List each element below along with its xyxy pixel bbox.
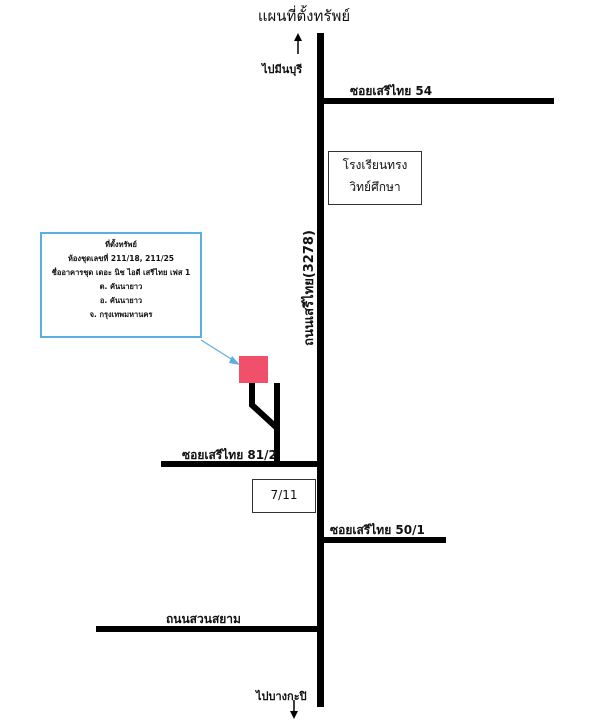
soi-81-2-label: ซอยเสรีไทย 81/2 <box>182 448 277 462</box>
soi-50-1-label: ซอยเสรีไทย 50/1 <box>330 523 425 537</box>
soi-54-line <box>320 98 554 104</box>
soi-54-label: ซอยเสรีไทย 54 <box>350 84 433 98</box>
school-name-line1: โรงเรียนทรง <box>342 158 408 172</box>
property-callout: ที่ตั้งทรัพย์ ห้องชุดเลขที่ 211/18, 211/… <box>40 232 202 338</box>
school-name-line2: วิทย์ศึกษา <box>349 180 401 194</box>
map-title: แผนที่ตั้งทรัพย์ <box>257 7 351 25</box>
direction-south-label: ไปบางกะปิ <box>256 690 307 703</box>
property-district: อ. คันนายาว <box>99 296 143 305</box>
direction-north-label: ไปมีนบุรี <box>262 63 303 76</box>
soi-50-1-line <box>320 537 446 543</box>
property-province: จ. กรุงเทพมหานคร <box>89 310 153 319</box>
callout-pointer-icon <box>229 356 240 365</box>
property-heading: ที่ตั้งทรัพย์ <box>105 240 137 249</box>
property-subdistrict: ต. คันนายาว <box>99 282 143 291</box>
suan-siam-line <box>96 626 322 632</box>
school-landmark: โรงเรียนทรง วิทย์ศึกษา <box>328 151 422 205</box>
store-label: 7/11 <box>270 488 298 502</box>
soi-81-2-line <box>161 461 321 467</box>
property-unit: ห้องชุดเลขที่ 211/18, 211/25 <box>67 254 175 263</box>
store-landmark: 7/11 <box>252 479 316 513</box>
suan-siam-label: ถนนสวนสยาม <box>166 612 241 626</box>
property-marker <box>239 356 268 383</box>
main-road-label: ถนนเสรีไทย(3278) <box>302 230 317 346</box>
main-road-line <box>317 33 324 707</box>
property-building: ชื่ออาคารชุด เดอะ นิช ไอดี เสรีไทย เฟส 1 <box>51 268 191 277</box>
